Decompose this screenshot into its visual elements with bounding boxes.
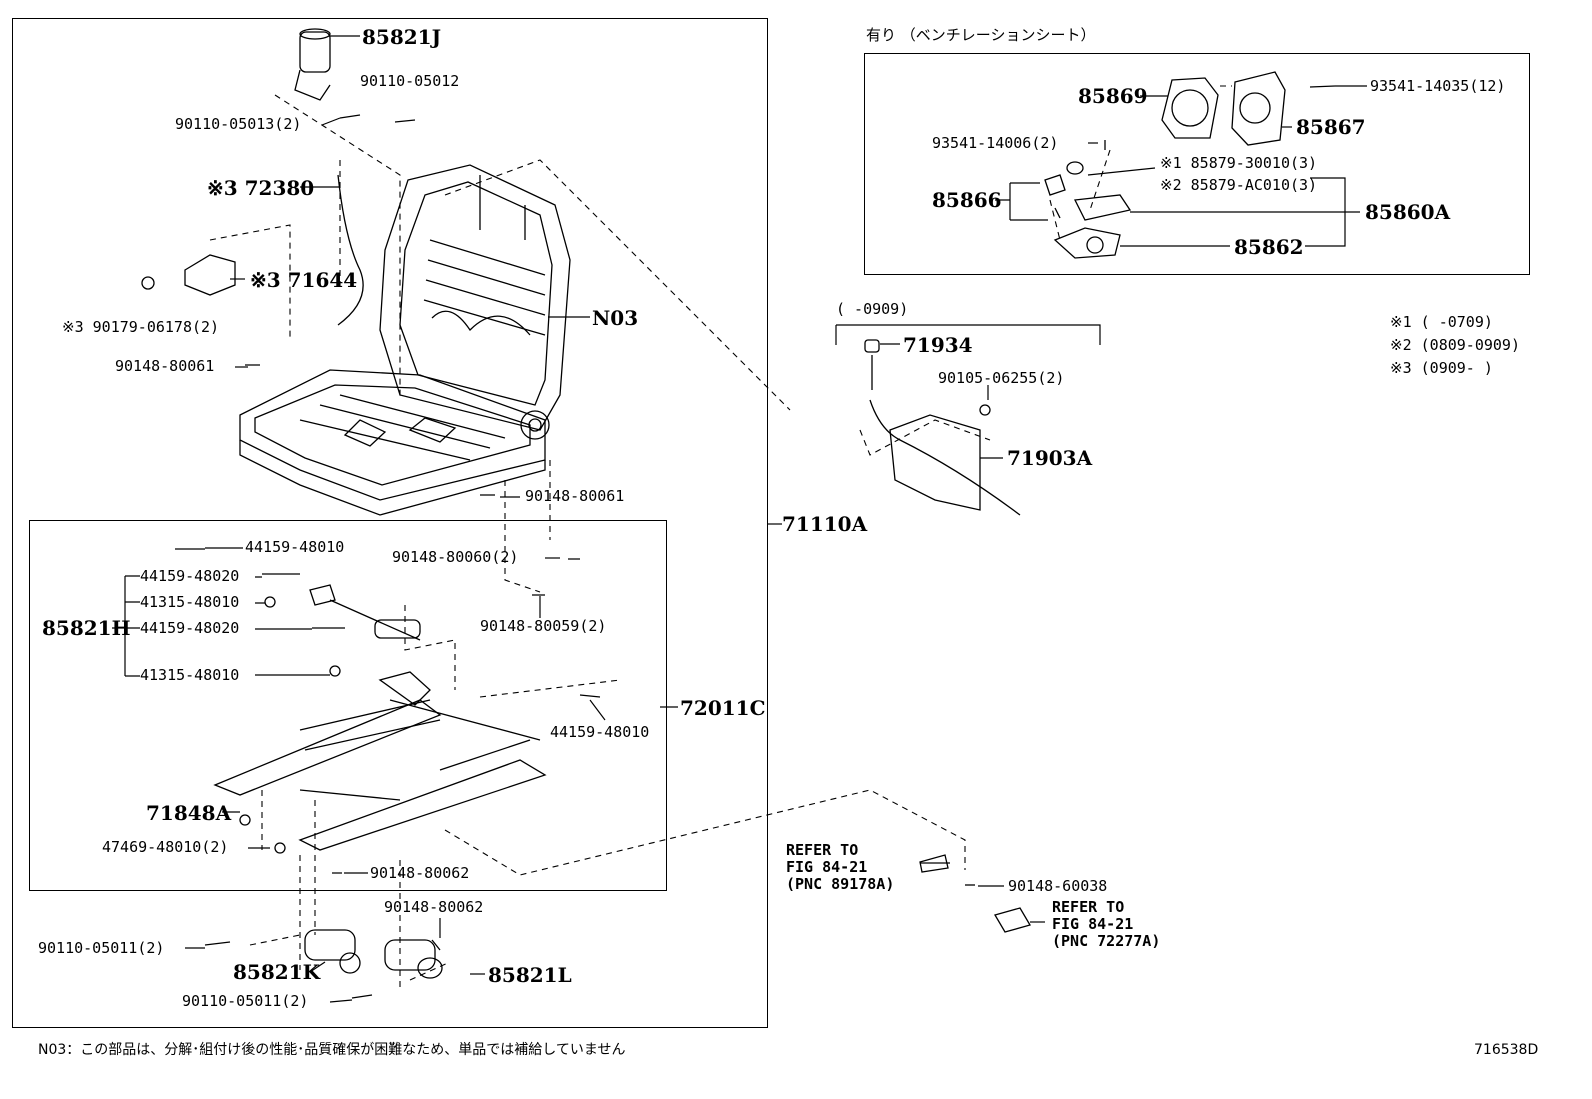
label-90110-05013: 90110-05013(2) bbox=[175, 115, 302, 133]
label-85860a: 85860A bbox=[1365, 200, 1451, 224]
seat-cushion-frame-drawing bbox=[239, 369, 546, 516]
motor-85821l-drawing bbox=[384, 939, 443, 979]
seat-track-frame bbox=[29, 520, 667, 891]
label-71903a: 71903A bbox=[1007, 446, 1093, 470]
label-85866: 85866 bbox=[932, 188, 1002, 212]
motor-85821k-drawing bbox=[304, 929, 361, 974]
seat-back-frame-drawing bbox=[379, 164, 571, 440]
label-44159-48020-a: 44159-48020 bbox=[140, 567, 240, 585]
label-90148-60038: 90148-60038 bbox=[1008, 877, 1108, 895]
label-85821k: 85821K bbox=[233, 960, 320, 984]
label-47469-48010: 47469-48010(2) bbox=[102, 838, 229, 856]
label-71110a: 71110A bbox=[782, 512, 868, 536]
label-90148-80062-b: 90148-80062 bbox=[384, 898, 484, 916]
label-85869: 85869 bbox=[1078, 84, 1148, 108]
label-71934: 71934 bbox=[903, 333, 973, 357]
leader-lines bbox=[112, 35, 1367, 1003]
label-90110-05011-a: 90110-05011(2) bbox=[38, 939, 165, 957]
label-85821l: 85821L bbox=[488, 963, 572, 987]
label-71644: ※3 71644 bbox=[250, 268, 358, 292]
label-n03: N03 bbox=[592, 306, 639, 330]
diagram-id: 716538D bbox=[1474, 1042, 1539, 1058]
connector-89178a-drawing bbox=[919, 854, 949, 873]
range-label-0909: ( -0909) bbox=[836, 300, 909, 318]
label-85879-30010: ※1 85879-30010(3) bbox=[1160, 154, 1318, 172]
label-90105-06255: 90105-06255(2) bbox=[938, 369, 1065, 387]
label-71848a: 71848A bbox=[146, 801, 232, 825]
note-2: ※2 (0809-0909) bbox=[1390, 336, 1520, 354]
dashed-lines bbox=[209, 85, 1232, 990]
label-90148-80061-a: 90148-80061 bbox=[115, 357, 215, 375]
label-90110-05012: 90110-05012 bbox=[360, 72, 460, 90]
label-85879-ac010: ※2 85879-AC010(3) bbox=[1160, 176, 1318, 194]
bracket-71644-drawing bbox=[184, 254, 236, 296]
note-3: ※3 (0909- ) bbox=[1390, 359, 1493, 377]
note-1: ※1 ( -0709) bbox=[1390, 313, 1493, 331]
label-44159-48010-b: 44159-48010 bbox=[550, 723, 650, 741]
ventilation-frame bbox=[864, 53, 1530, 275]
label-41315-48010-a: 41315-48010 bbox=[140, 593, 240, 611]
label-85821h: 85821H bbox=[42, 616, 131, 640]
footnote-n03: N03：この部品は、分解･組付け後の性能･品質確保が困難なため、単品では補給して… bbox=[38, 1042, 626, 1058]
label-90148-80062-a: 90148-80062 bbox=[370, 864, 470, 882]
refer2-line1: REFER TO bbox=[1052, 898, 1125, 916]
label-90148-80061-b: 90148-80061 bbox=[525, 487, 625, 505]
main-frame bbox=[12, 18, 768, 1028]
label-85821j: 85821J bbox=[362, 25, 442, 49]
label-93541-14035: 93541-14035(12) bbox=[1370, 77, 1506, 95]
label-44159-48020-b: 44159-48020 bbox=[140, 619, 240, 637]
refer1-line3: (PNC 89178A) bbox=[786, 875, 895, 893]
cable-72380-drawing bbox=[337, 174, 364, 326]
label-41315-48010-b: 41315-48010 bbox=[140, 666, 240, 684]
refer2-line3: (PNC 72277A) bbox=[1052, 932, 1161, 950]
refer1-line2: FIG 84-21 bbox=[786, 858, 868, 876]
label-72380: ※3 72380 bbox=[207, 176, 315, 200]
label-85867: 85867 bbox=[1296, 115, 1366, 139]
label-44159-48010-a: 44159-48010 bbox=[245, 538, 345, 556]
ventilation-title: 有り （ベンチレーションシート） bbox=[866, 26, 1096, 44]
label-93541-14006: 93541-14006(2) bbox=[932, 134, 1059, 152]
ventilation-parts-drawing bbox=[1044, 71, 1336, 259]
seat-track-drawing bbox=[213, 584, 547, 851]
label-72011c: 72011C bbox=[680, 696, 766, 720]
label-90148-80060: 90148-80060(2) bbox=[392, 548, 519, 566]
module-71903a-drawing bbox=[864, 339, 1021, 516]
refer1-line1: REFER TO bbox=[786, 841, 859, 859]
label-90179-06178: ※3 90179-06178(2) bbox=[62, 318, 220, 336]
connector-72277a-drawing bbox=[994, 907, 1031, 933]
label-90110-05011-b: 90110-05011(2) bbox=[182, 992, 309, 1010]
fastener-drawings bbox=[141, 114, 601, 999]
label-90148-80059: 90148-80059(2) bbox=[480, 617, 607, 635]
label-85862: 85862 bbox=[1234, 235, 1304, 259]
motor-85821j-drawing bbox=[294, 28, 331, 101]
refer2-line2: FIG 84-21 bbox=[1052, 915, 1134, 933]
